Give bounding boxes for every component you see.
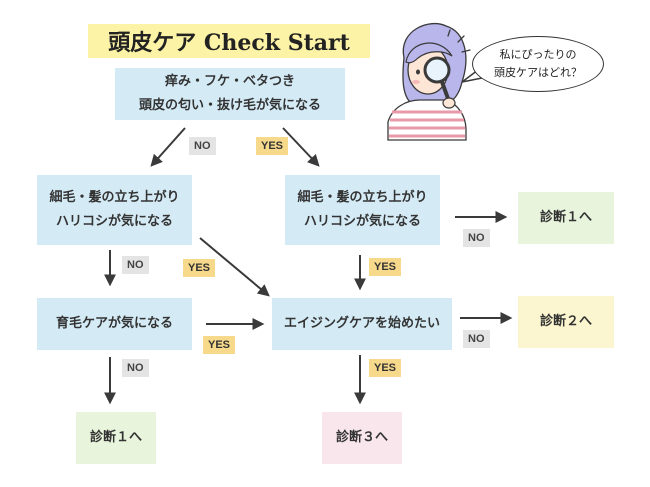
node-diagnosis-2: 診断２へ — [518, 296, 614, 348]
no-tag-growth: NO — [122, 359, 149, 377]
node-right-question: 細毛・髪の立ち上がり ハリコシが気になる — [285, 175, 440, 245]
yes-tag-left-question: YES — [183, 259, 216, 277]
node-left-question: 細毛・髪の立ち上がり ハリコシが気になる — [37, 175, 192, 245]
node-growth: 育毛ケアが気になる — [37, 298, 192, 350]
no-tag-right-question: NO — [463, 229, 490, 247]
no-tag-left-question: NO — [122, 256, 149, 274]
yes-tag-growth: YES — [203, 336, 236, 354]
no-tag-start: NO — [189, 137, 216, 155]
node-diagnosis-1-top: 診断１へ — [518, 192, 614, 244]
node-diagnosis-3: 診断３へ — [322, 412, 402, 464]
yes-tag-aging: YES — [369, 359, 402, 377]
no-tag-aging: NO — [463, 330, 490, 348]
speech-bubble: 私にぴったりの 頭皮ケアはどれ？ — [472, 36, 604, 92]
arrow-start-to-right — [282, 127, 320, 167]
arrow-start-to-left — [150, 127, 186, 167]
arrow-left-to-aging — [199, 237, 270, 297]
yes-tag-start: YES — [256, 137, 289, 155]
node-aging: エイジングケアを始めたい — [272, 298, 452, 350]
yes-tag-right-question: YES — [369, 258, 402, 276]
node-start: 痒み・フケ・ベタつき 頭皮の匂い・抜け毛が気になる — [115, 68, 345, 120]
node-diagnosis-1-bottom: 診断１へ — [76, 412, 156, 464]
page-title: 頭皮ケア Check Start — [88, 24, 370, 58]
